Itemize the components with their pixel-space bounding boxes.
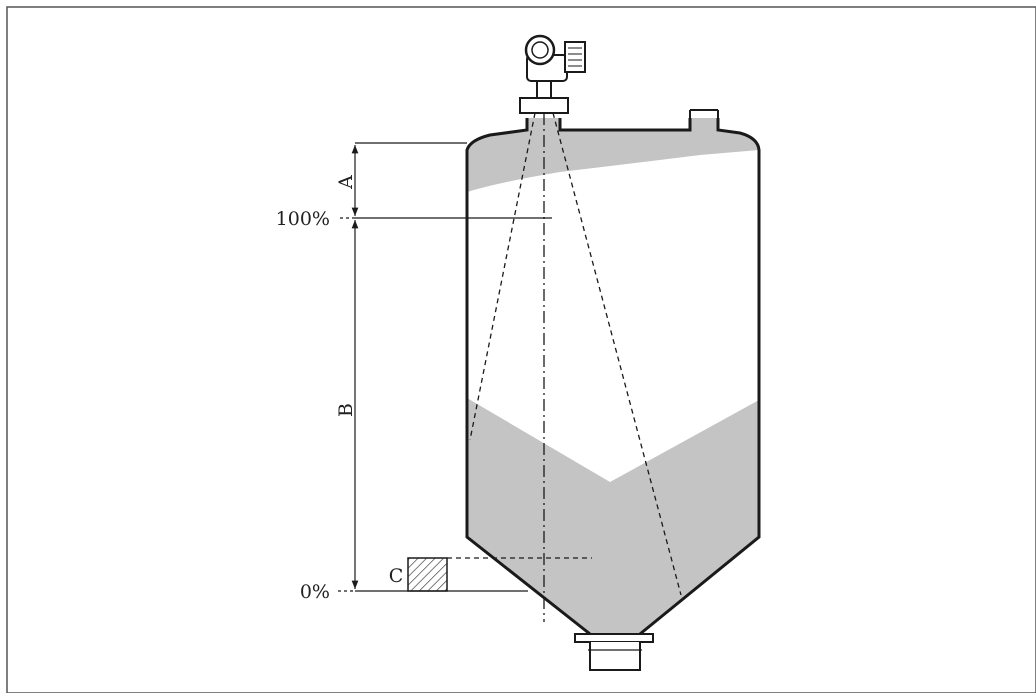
label-a: A [335, 175, 357, 190]
hatched-box-c [407, 557, 448, 592]
radar-sensor [519, 34, 586, 114]
label-level-empty: 0% [300, 581, 330, 603]
figure-frame [6, 6, 1036, 693]
outlet-pipe [589, 642, 641, 671]
silo-wall-left [465, 118, 591, 636]
label-level-full: 100% [276, 208, 330, 230]
label-c: C [389, 565, 404, 587]
roof-nozzle [689, 109, 719, 130]
radar-beam-cone [469, 112, 682, 596]
bulk-material [467, 398, 759, 634]
label-b: B [335, 403, 357, 417]
material-buildup-top [467, 118, 759, 192]
outlet-flange [574, 633, 654, 643]
